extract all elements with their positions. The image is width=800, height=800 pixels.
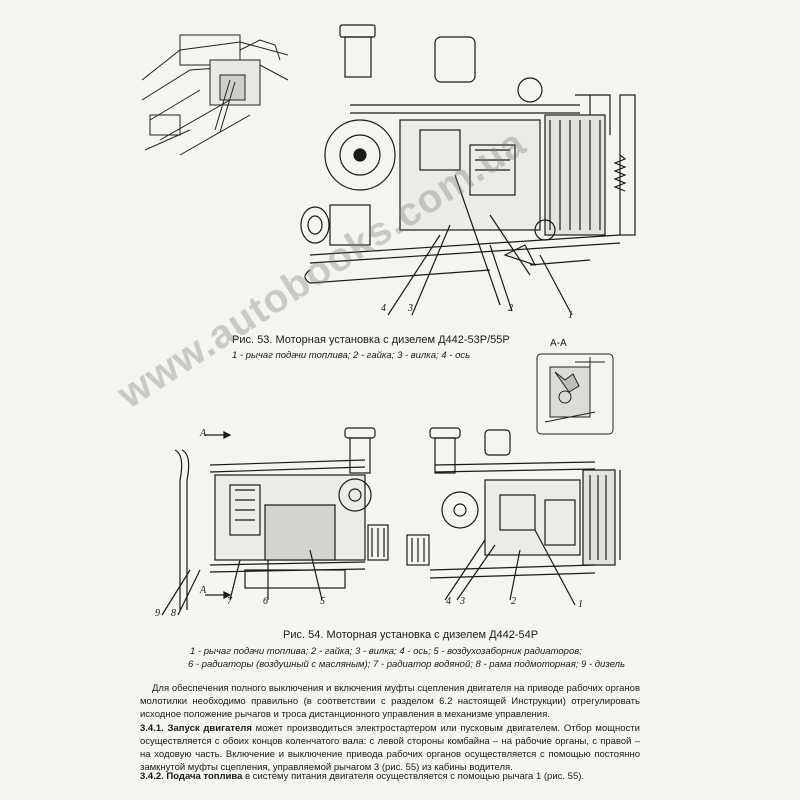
section-aa-label: А-А [550, 338, 567, 349]
fig53-legend: 1 - рычаг подачи топлива; 2 - гайка; 3 -… [232, 350, 471, 361]
fig54-callout-1: 1 [578, 599, 583, 610]
fig53-callout-1: 1 [568, 310, 573, 321]
section-3-4-1-heading: 3.4.1. Запуск двигателя [140, 723, 252, 734]
fig53-callout-3: 3 [408, 303, 413, 314]
fig54-callout-7: 7 [227, 596, 232, 607]
fig54-caption: Рис. 54. Моторная установка с дизелем Д4… [283, 629, 539, 641]
paragraph-clutch-adjustment: Для обеспечения полного выключения и вкл… [140, 683, 640, 720]
section-3-4-2-heading: 3.4.2. Подача топлива [140, 771, 243, 782]
section-3-4-1-body: может производиться электростартером или… [140, 723, 640, 773]
section-3-4-2-body: в систему питания двигателя осуществляет… [242, 771, 585, 782]
fig54-callout-5: 5 [320, 596, 325, 607]
fig53-engine-drawing [290, 15, 640, 325]
fig54-arrow-label-bottom: А [200, 585, 207, 596]
fig54-legend-line2: 6 - радиаторы (воздушный с масляным); 7 … [188, 659, 625, 670]
section-3-4-2: 3.4.2. Подача топлива в систему питания … [140, 770, 640, 783]
fig54-left-engine-drawing [150, 420, 395, 620]
fig53-caption: Рис. 53. Моторная установка с дизелем Д4… [232, 334, 510, 346]
fig54-callout-8: 8 [171, 608, 176, 619]
fig53-callout-2: 2 [508, 303, 513, 314]
fig53-callout-4: 4 [381, 303, 386, 314]
fig54-arrow-label-top: А [200, 428, 207, 439]
section-aa-detail [535, 352, 615, 437]
fig54-legend-line1: 1 - рычаг подачи топлива; 2 - гайка; 3 -… [190, 646, 582, 657]
fig54-callout-9: 9 [155, 608, 160, 619]
fig54-callout-4: 4 [446, 596, 451, 607]
fig54-callout-6: 6 [263, 596, 268, 607]
fig54-callout-2: 2 [511, 596, 516, 607]
section-3-4-1: 3.4.1. Запуск двигателя может производит… [140, 722, 640, 774]
fig54-right-engine-drawing [405, 420, 630, 615]
fig53-inset-sketch [140, 20, 290, 160]
fig54-callout-3: 3 [460, 596, 465, 607]
